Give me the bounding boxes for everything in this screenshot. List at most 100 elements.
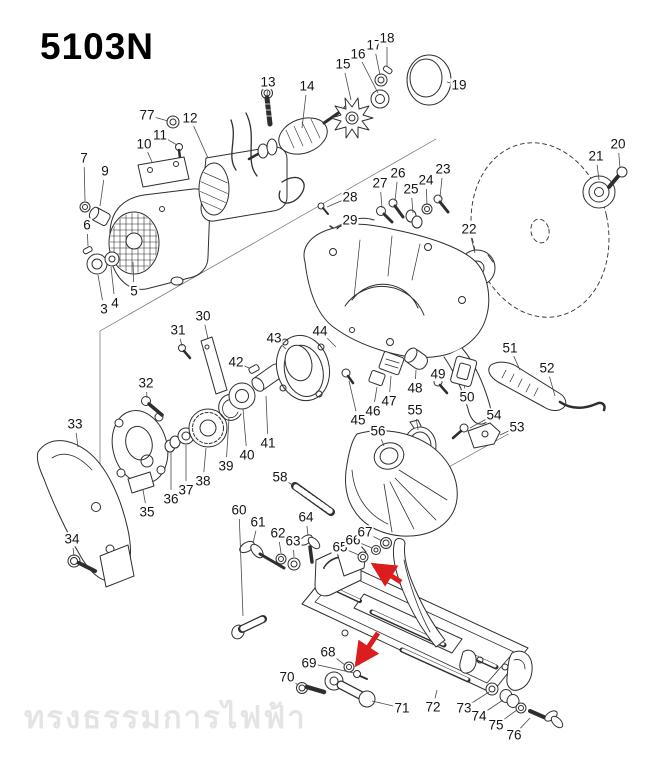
part-label-40: 40: [238, 447, 256, 463]
part-label-10: 10: [135, 136, 153, 152]
motor-housing-drawing: [108, 188, 211, 290]
leader-line-30: [204, 324, 209, 340]
leader-line-5: [132, 261, 135, 283]
guard-bolt-drawing: [67, 554, 97, 573]
leader-line-15: [344, 72, 352, 101]
leader-line-21: [596, 164, 600, 181]
part-label-3: 3: [99, 301, 109, 317]
part-label-58: 58: [271, 469, 289, 485]
part-label-55: 55: [406, 402, 424, 418]
leader-line-39: [226, 417, 230, 458]
lever-drawing: [324, 671, 376, 708]
screw-cluster-drawing: [317, 194, 450, 236]
leader-line-62: [278, 541, 282, 554]
clamp-drawing: [451, 422, 501, 449]
guard-handle-drawing: [36, 440, 135, 588]
leader-line-12: [193, 126, 209, 159]
lower-guard-drawing: [345, 430, 458, 537]
part-label-37: 37: [177, 482, 195, 498]
part-label-15: 15: [334, 56, 352, 72]
small-screws-drawing: [141, 344, 192, 417]
part-label-74: 74: [470, 708, 488, 724]
part-label-52: 52: [538, 360, 556, 376]
leader-line-4: [110, 266, 115, 295]
part-label-47: 47: [380, 393, 398, 409]
leader-line-24: [425, 188, 428, 206]
part-label-28: 28: [341, 189, 359, 205]
leader-line-50: [463, 384, 466, 389]
depth-guide-arm-drawing: [392, 538, 446, 648]
part-label-62: 62: [269, 525, 287, 541]
part-label-12: 12: [181, 110, 199, 126]
leader-line-26: [394, 181, 398, 202]
part-label-11: 11: [151, 127, 169, 143]
part-label-14: 14: [298, 78, 316, 94]
part-label-38: 38: [194, 473, 212, 489]
leader-line-3: [97, 274, 103, 301]
part-label-23: 23: [434, 161, 452, 177]
leader-line-76: [519, 717, 531, 729]
part-label-45: 45: [349, 412, 367, 428]
leader-line-38: [203, 447, 207, 473]
leader-line-20: [618, 152, 621, 169]
part-label-71: 71: [393, 700, 411, 716]
leader-lines-layer: [72, 47, 621, 729]
washer-drawing: [374, 73, 388, 87]
part-label-6: 6: [82, 217, 92, 233]
leader-line-51: [513, 356, 521, 371]
key-pin-drawing: [382, 65, 393, 75]
field-coil-drawing: [198, 112, 305, 222]
leader-line-53: [499, 430, 510, 436]
leader-line-60: [238, 518, 244, 617]
leader-line-52: [549, 376, 556, 397]
leader-line-54: [469, 418, 487, 429]
leader-line-71: [371, 700, 394, 707]
part-label-22: 22: [460, 221, 478, 237]
brush-plate-drawing: [200, 336, 228, 395]
part-label-75: 75: [487, 717, 505, 733]
leader-line-77: [155, 117, 169, 122]
part-label-60: 60: [230, 502, 248, 518]
leader-line-55: [415, 418, 419, 431]
leader-line-19: [446, 81, 451, 84]
part-label-77: 77: [138, 107, 156, 123]
red-arrows-layer: [354, 562, 403, 668]
leader-line-74: [486, 699, 504, 712]
part-label-33: 33: [66, 416, 84, 432]
part-label-53: 53: [508, 419, 526, 435]
leader-line-16: [361, 61, 379, 94]
leader-line-34: [72, 547, 75, 557]
part-label-36: 36: [162, 491, 180, 507]
plate-end-clamp-drawing: [459, 649, 533, 691]
part-label-72: 72: [424, 699, 442, 715]
leader-line-64: [306, 525, 309, 537]
leader-line-58: [287, 481, 295, 487]
leader-line-73: [471, 691, 490, 704]
rear-grip-drawing: [488, 361, 606, 412]
ring-drawing: [406, 54, 452, 106]
leader-line-41: [265, 395, 269, 435]
leader-line-67: [372, 535, 383, 542]
leader-line-56: [380, 439, 385, 447]
leader-line-40: [242, 408, 247, 447]
leader-line-33: [75, 432, 79, 448]
leader-line-22: [470, 237, 476, 254]
part-label-48: 48: [406, 380, 424, 396]
part-label-16: 16: [349, 46, 367, 62]
part-label-24: 24: [417, 172, 435, 188]
part-label-13: 13: [259, 74, 277, 90]
part-label-46: 46: [364, 403, 382, 419]
spring-drawing: [291, 482, 335, 516]
part-label-20: 20: [609, 136, 627, 152]
part-label-19: 19: [450, 77, 468, 93]
part-label-61: 61: [249, 514, 267, 530]
part-label-49: 49: [429, 366, 447, 382]
part-label-51: 51: [501, 340, 519, 356]
leader-line-6: [87, 233, 89, 247]
part-label-31: 31: [169, 322, 187, 338]
pointer-arrow-2: [354, 631, 381, 668]
part-label-67: 67: [356, 524, 374, 540]
leader-line-27: [380, 191, 383, 209]
part-label-27: 27: [371, 175, 389, 191]
